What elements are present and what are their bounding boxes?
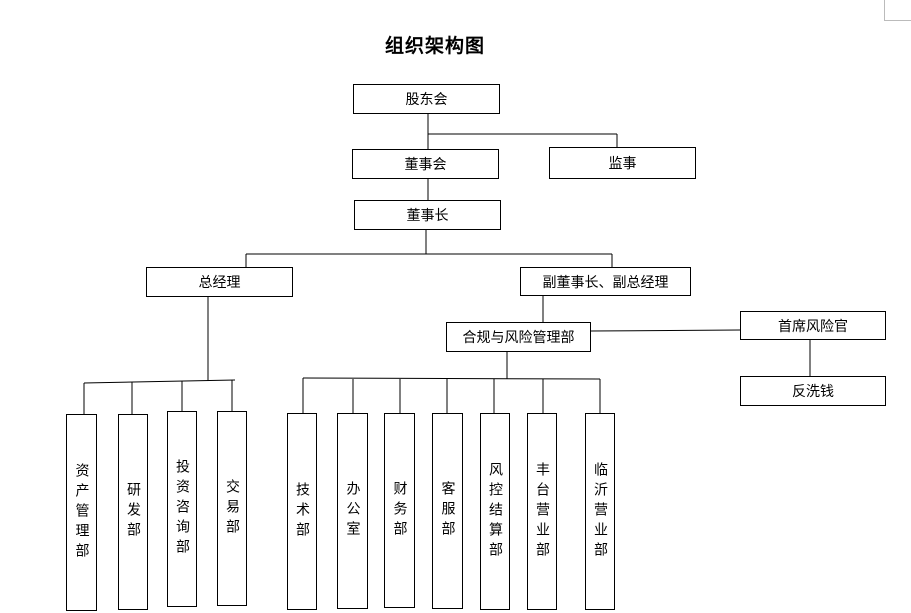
general-manager-node: 总经理 <box>146 267 293 297</box>
vice-chairman-node: 副董事长、副总经理 <box>520 267 691 296</box>
vice-chairman-label: 副董事长、副总经理 <box>542 274 669 291</box>
aml-label: 反洗钱 <box>792 384 834 400</box>
cro-label: 首席风险官 <box>778 318 848 335</box>
dept-asset-management: 资产管理部 <box>66 414 97 611</box>
aml-node: 反洗钱 <box>740 376 886 406</box>
dept-label: 风控结算部 <box>487 461 503 562</box>
dept-rd: 研发部 <box>118 414 148 610</box>
chairman-label: 董事长 <box>406 208 449 224</box>
dept-customer-service: 客服部 <box>432 413 463 609</box>
dept-label: 投资咨询部 <box>174 459 190 559</box>
dept-investment-advisory: 投资咨询部 <box>167 411 197 607</box>
dept-fengtai-branch: 丰台营业部 <box>527 413 557 610</box>
cro-node: 首席风险官 <box>740 311 886 340</box>
board-label: 董事会 <box>404 157 447 173</box>
dept-label: 临沂营业部 <box>592 461 608 562</box>
dept-label: 财务部 <box>391 480 408 541</box>
dept-label: 研发部 <box>125 482 141 542</box>
dept-technology: 技术部 <box>287 413 317 610</box>
dept-trading: 交易部 <box>217 411 247 606</box>
compliance-node: 合规与风险管理部 <box>446 322 591 352</box>
dept-label: 丰台营业部 <box>534 461 550 562</box>
shareholders-node: 股东会 <box>353 84 500 114</box>
dept-office: 办公室 <box>337 413 368 609</box>
page-corner-mark <box>884 0 911 21</box>
dept-risk-settlement: 风控结算部 <box>480 413 510 610</box>
supervisor-node: 监事 <box>549 147 696 179</box>
dept-finance: 财务部 <box>384 413 415 608</box>
dept-label: 交易部 <box>224 478 240 539</box>
dept-label: 客服部 <box>439 481 456 541</box>
chart-title: 组织架构图 <box>384 35 485 57</box>
shareholders-label: 股东会 <box>405 92 448 108</box>
dept-linyi-branch: 临沂营业部 <box>585 413 615 610</box>
compliance-label: 合规与风险管理部 <box>462 330 575 346</box>
dept-label: 办公室 <box>344 481 361 541</box>
board-node: 董事会 <box>352 149 499 179</box>
dept-label: 资产管理部 <box>73 462 90 563</box>
dept-label: 技术部 <box>294 481 310 542</box>
chairman-node: 董事长 <box>354 200 501 230</box>
supervisor-label: 监事 <box>608 156 637 172</box>
general-manager-label: 总经理 <box>198 275 241 291</box>
